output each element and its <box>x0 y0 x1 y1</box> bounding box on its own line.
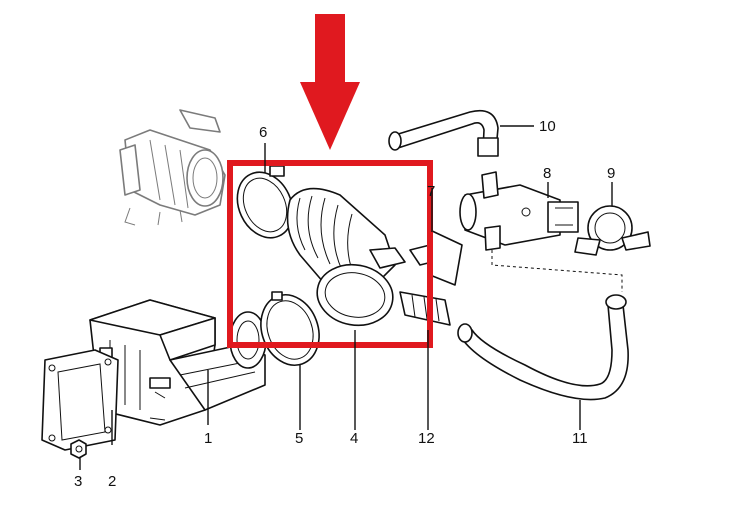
down-arrow-icon <box>300 14 360 150</box>
callout-6: 6 <box>259 124 267 141</box>
flange-gasket <box>41 349 119 451</box>
callout-1: 1 <box>204 430 212 447</box>
callout-4: 4 <box>350 430 358 447</box>
callout-8: 8 <box>543 165 551 182</box>
callout-10: 10 <box>539 118 556 135</box>
callout-2: 2 <box>108 473 116 490</box>
throttle-housing <box>89 299 267 426</box>
leader-lines <box>79 125 613 470</box>
highlight-box <box>227 160 433 348</box>
callout-12: 12 <box>418 430 435 447</box>
bent-pipe <box>388 109 499 157</box>
callout-9: 9 <box>607 165 615 182</box>
connecting-hose <box>457 294 629 401</box>
connection-dashed-line <box>491 250 623 292</box>
valve-bracket <box>574 205 651 256</box>
callout-3: 3 <box>74 473 82 490</box>
idle-valve <box>459 171 579 251</box>
throttle-body-background <box>119 109 226 226</box>
callout-7: 7 <box>427 183 435 200</box>
callout-5: 5 <box>295 430 303 447</box>
nut <box>70 439 87 459</box>
hose-clamp-upper <box>236 165 294 239</box>
callout-11: 11 <box>572 430 588 447</box>
intake-boot <box>286 187 406 327</box>
